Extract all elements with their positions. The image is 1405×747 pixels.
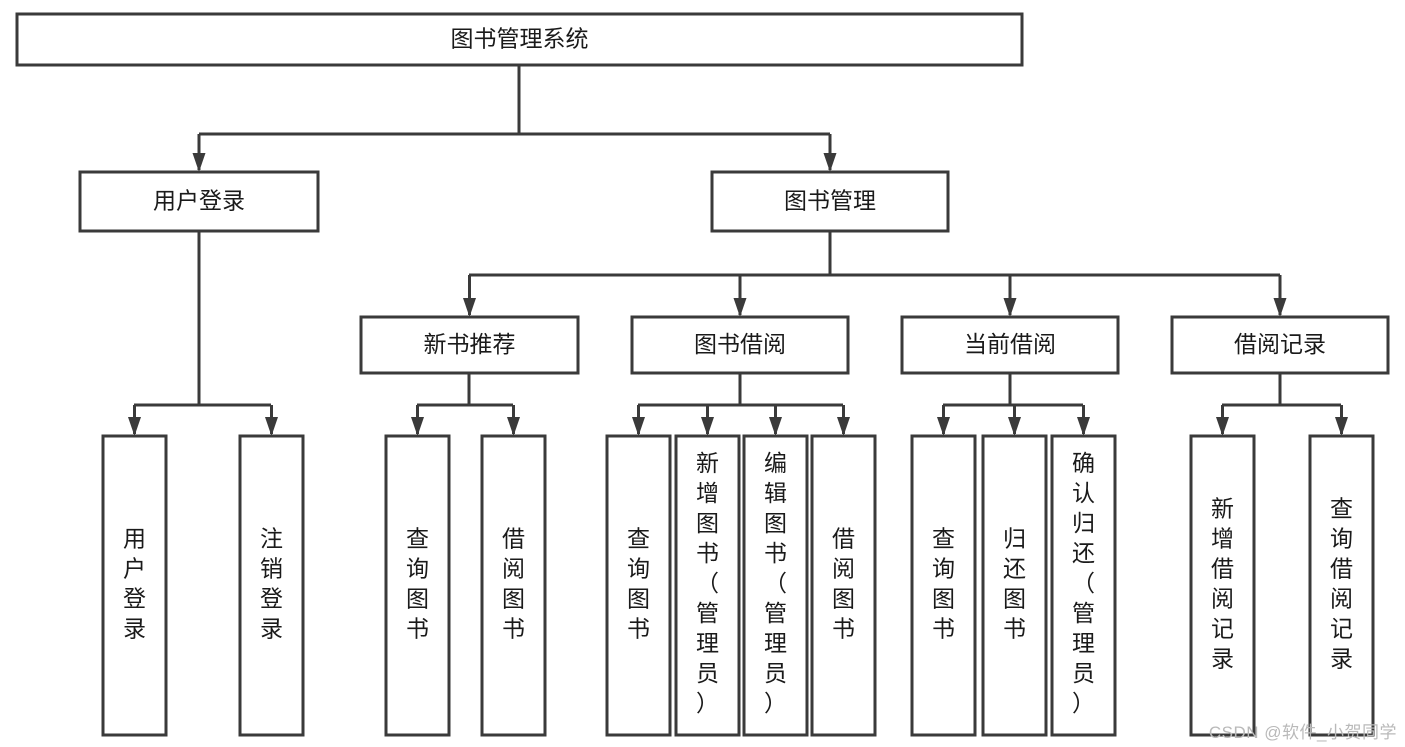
connector-layer	[128, 65, 1348, 436]
node-book-borrow[interactable]: 图书借阅	[630, 315, 850, 375]
node-box	[900, 315, 1120, 375]
node-new-book-rec[interactable]: 新书推荐	[359, 315, 580, 375]
node-leaf-return-book[interactable]: 归还图书	[981, 434, 1048, 737]
node-leaf-query-book-3[interactable]: 查询图书	[910, 434, 977, 737]
node-user-login[interactable]: 用户登录	[78, 170, 320, 233]
node-box	[78, 170, 320, 233]
node-current-borrow[interactable]: 当前借阅	[900, 315, 1120, 375]
node-box	[742, 434, 809, 737]
node-label: 借阅图书	[832, 526, 855, 642]
node-label: 编辑图书（管理员）	[764, 450, 787, 716]
node-box	[1050, 434, 1117, 737]
node-leaf-borrow-book-2[interactable]: 借阅图书	[810, 434, 877, 737]
node-box	[630, 315, 850, 375]
node-label: 新增借阅记录	[1211, 496, 1234, 672]
node-label: 新增图书（管理员）	[696, 450, 719, 716]
node-label: 注销登录	[260, 526, 283, 642]
node-leaf-add-record[interactable]: 新增借阅记录	[1189, 434, 1256, 737]
node-label: 借阅图书	[502, 526, 525, 642]
node-box	[981, 434, 1048, 737]
node-leaf-confirm-return[interactable]: 确认归还（管理员）	[1050, 434, 1117, 737]
node-label: 归还图书	[1003, 526, 1026, 642]
node-leaf-user-login[interactable]: 用户登录	[101, 434, 168, 737]
node-box	[710, 170, 950, 233]
node-root[interactable]: 图书管理系统	[15, 12, 1024, 67]
node-label: 借阅记录	[1234, 331, 1326, 357]
node-label: 查询借阅记录	[1330, 496, 1353, 672]
node-box	[15, 12, 1024, 67]
node-book-manage[interactable]: 图书管理	[710, 170, 950, 233]
node-box	[359, 315, 580, 375]
node-leaf-add-book[interactable]: 新增图书（管理员）	[674, 434, 741, 737]
node-box	[384, 434, 451, 737]
node-box	[674, 434, 741, 737]
node-box	[1189, 434, 1256, 737]
node-label: 当前借阅	[964, 331, 1056, 357]
node-label: 用户登录	[153, 188, 245, 214]
node-box	[238, 434, 305, 737]
node-leaf-edit-book[interactable]: 编辑图书（管理员）	[742, 434, 809, 737]
node-box	[1170, 315, 1390, 375]
node-label: 查询图书	[627, 526, 650, 642]
node-borrow-record[interactable]: 借阅记录	[1170, 315, 1390, 375]
node-box	[605, 434, 672, 737]
node-leaf-query-record[interactable]: 查询借阅记录	[1308, 434, 1375, 737]
node-box	[101, 434, 168, 737]
node-box	[910, 434, 977, 737]
node-label: 查询图书	[406, 526, 429, 642]
node-layer: 图书管理系统用户登录图书管理新书推荐图书借阅当前借阅借阅记录用户登录注销登录查询…	[15, 12, 1390, 737]
node-label: 用户登录	[123, 526, 146, 642]
node-leaf-query-book-2[interactable]: 查询图书	[605, 434, 672, 737]
node-box	[810, 434, 877, 737]
node-label: 新书推荐	[424, 331, 516, 357]
node-label: 图书借阅	[694, 331, 786, 357]
node-leaf-user-logout[interactable]: 注销登录	[238, 434, 305, 737]
node-leaf-query-book-1[interactable]: 查询图书	[384, 434, 451, 737]
node-box	[1308, 434, 1375, 737]
node-box	[480, 434, 547, 737]
node-label: 图书管理	[784, 188, 876, 214]
node-label: 确认归还（管理员）	[1072, 450, 1095, 716]
node-label: 查询图书	[932, 526, 955, 642]
node-label: 图书管理系统	[451, 26, 589, 52]
node-leaf-borrow-book-1[interactable]: 借阅图书	[480, 434, 547, 737]
